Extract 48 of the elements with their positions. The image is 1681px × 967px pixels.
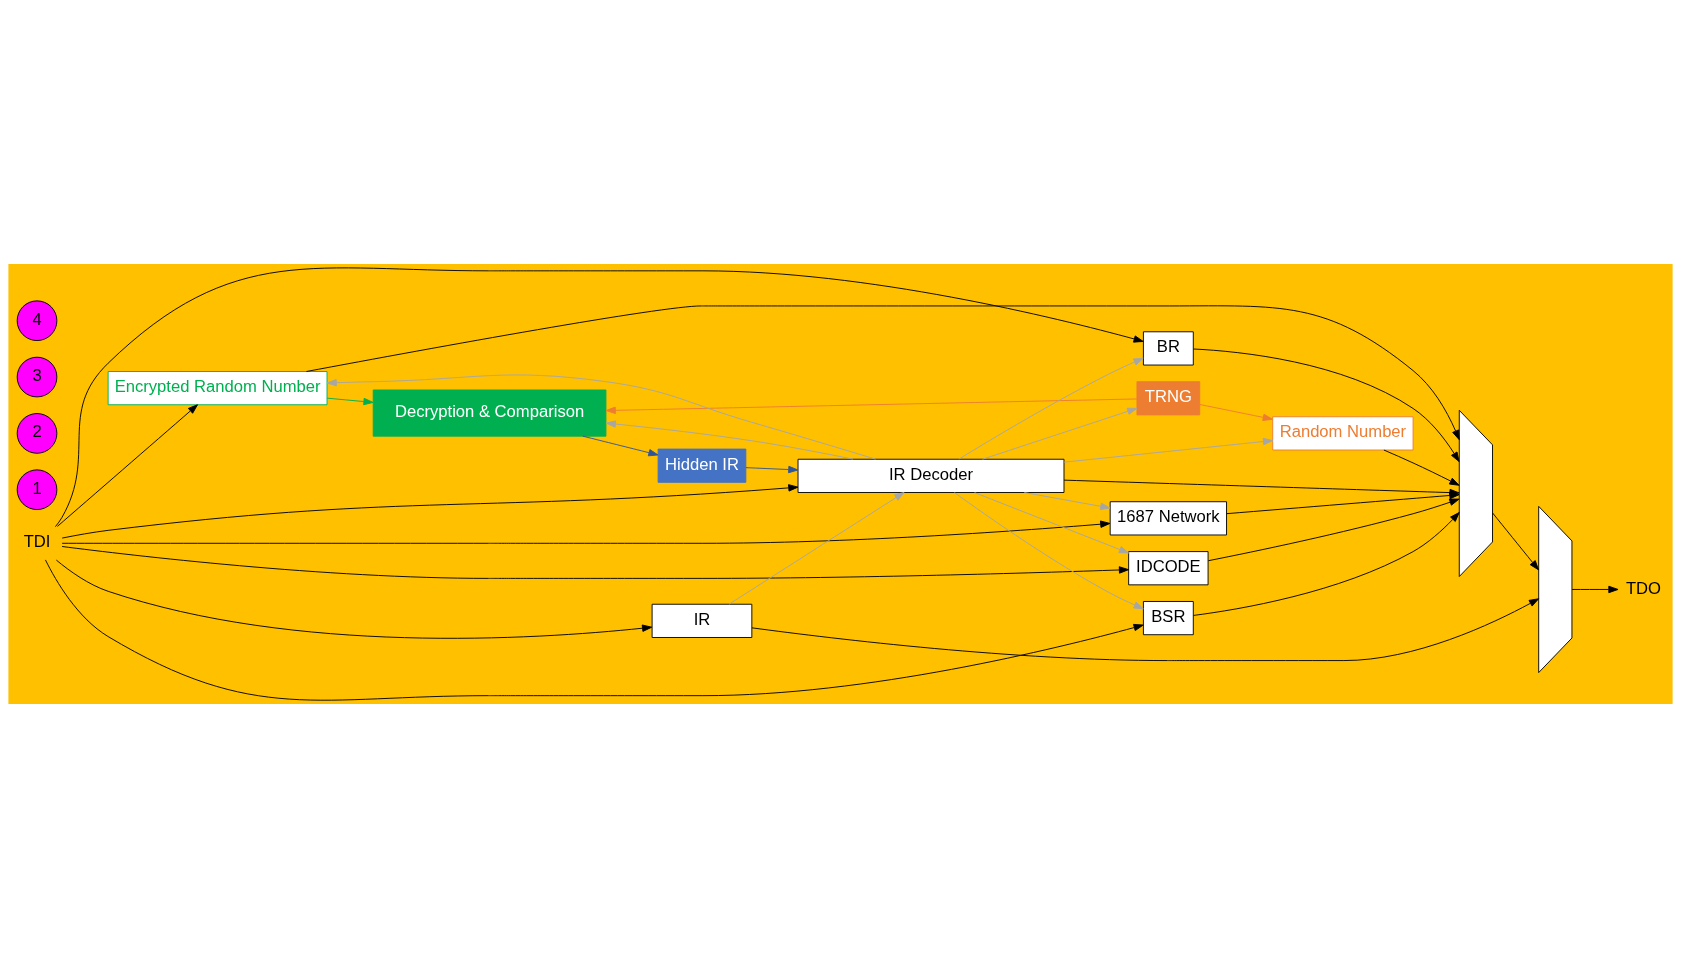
- node-box: BR: [1142, 330, 1194, 365]
- arrow: [1063, 437, 1274, 463]
- arrow: [56, 403, 198, 527]
- arrow: [958, 357, 1144, 460]
- node-box: BSR: [1142, 600, 1194, 635]
- arrow: [326, 397, 374, 405]
- arrow: [1063, 479, 1460, 496]
- node-box: Random Number: [1272, 415, 1414, 450]
- arrow: [1023, 491, 1111, 510]
- node-circle: 2: [16, 412, 58, 454]
- arrow: [605, 419, 854, 460]
- node-box: 1687 Network: [1109, 500, 1227, 535]
- arrow: [61, 545, 1130, 579]
- node-text: TDI: [23, 531, 51, 551]
- node-box: Decryption & Comparison: [372, 389, 607, 437]
- arrow: [45, 558, 1144, 701]
- node-box: TRNG: [1136, 380, 1201, 415]
- node-box: IDCODE: [1128, 550, 1209, 585]
- node-circle: 1: [16, 468, 58, 510]
- arrow: [582, 435, 659, 456]
- node-circle: 3: [16, 356, 58, 397]
- arrow: [1383, 449, 1460, 486]
- arrow: [1199, 403, 1273, 421]
- node-box: Hidden IR: [657, 448, 747, 483]
- arrow: [61, 520, 1111, 544]
- node-trapezoid: [1538, 505, 1573, 673]
- arrow: [982, 407, 1138, 460]
- arrow: [1193, 511, 1460, 616]
- arrow: [974, 491, 1130, 553]
- arrow: [326, 374, 876, 460]
- node-box: IR Decoder: [797, 458, 1065, 493]
- arrow: [1492, 512, 1539, 570]
- arrow: [1193, 348, 1460, 462]
- node-box: IR: [651, 603, 753, 638]
- arrow: [55, 559, 653, 639]
- arrow: [1571, 585, 1619, 593]
- arrow: [1207, 498, 1460, 561]
- arrow: [745, 465, 799, 473]
- arrow: [306, 304, 1460, 440]
- node-text: TDO: [1625, 578, 1662, 598]
- arrow: [605, 398, 1138, 414]
- arrow: [54, 266, 1144, 527]
- node-circle: 4: [16, 299, 58, 341]
- node-box: Encrypted Random Number: [107, 370, 328, 405]
- arrow: [954, 491, 1144, 609]
- arrow: [61, 483, 799, 539]
- node-trapezoid: [1458, 409, 1493, 577]
- arrow: [728, 491, 905, 605]
